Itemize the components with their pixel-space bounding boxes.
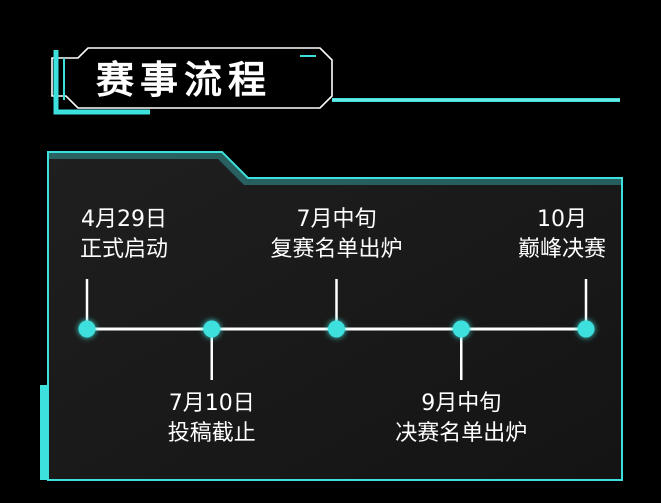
event-date: 4月29日 [80,207,167,232]
event-date: 7月中旬 [296,207,377,232]
event-label: 投稿截止 [167,421,256,446]
timeline-event: 9月中旬决赛名单出炉 [395,389,527,449]
timeline-event: 7月中旬复赛名单出炉 [270,205,402,265]
event-label: 决赛名单出炉 [395,421,528,446]
timeline-event: 10月巅峰决赛 [518,205,606,265]
timeline-node [577,320,595,338]
event-label: 复赛名单出炉 [270,237,403,262]
timeline-node [328,320,345,338]
event-label: 正式启动 [79,237,169,262]
timeline [78,279,595,380]
header-badge-frame [51,47,620,115]
timeline-node [78,320,96,338]
event-label: 巅峰决赛 [517,237,607,262]
timeline-event: 7月10日投稿截止 [168,389,256,449]
timeline-node [452,320,470,338]
event-date: 10月 [536,207,587,232]
timeline-event: 4月29日正式启动 [80,205,168,265]
event-date: 7月10日 [168,391,255,416]
timeline-node [203,320,221,338]
timeline-panel-frame [40,151,623,481]
section-title: 赛事流程 [96,58,273,102]
event-date: 9月中旬 [421,391,502,416]
